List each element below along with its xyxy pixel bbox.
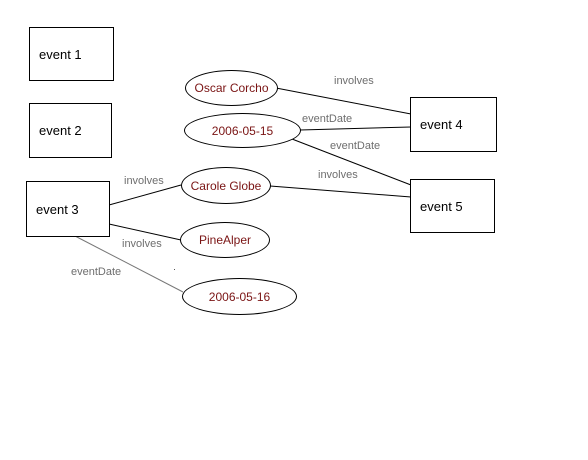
edge-date1-event5 <box>291 138 412 186</box>
event-2-label: event 2 <box>39 123 82 138</box>
edge-event3-pine <box>108 223 182 241</box>
edge-event3-date2 <box>74 235 184 293</box>
stray-dot <box>174 269 175 270</box>
edge-label-eventdate-date1-event4: eventDate <box>302 113 353 125</box>
edge-date1-event4 <box>299 126 412 131</box>
edge-label-involves-event3-carole: involves <box>124 175 164 187</box>
node-date-2006-05-16: 2006-05-16 <box>182 278 297 315</box>
node-date-2006-05-15-label: 2006-05-15 <box>211 123 274 138</box>
node-oscar-corcho: Oscar Corcho <box>185 70 278 106</box>
node-oscar-corcho-label: Oscar Corcho <box>194 81 269 95</box>
event-1-box: event 1 <box>29 27 114 81</box>
event-3-label: event 3 <box>36 201 79 217</box>
event-5-box: event 5 <box>410 179 495 233</box>
event-4-label: event 4 <box>420 117 463 132</box>
event-1-label: event 1 <box>39 46 82 62</box>
node-carole-globe-label: Carole Globe <box>190 178 262 193</box>
edge-carole-event5 <box>269 185 412 198</box>
node-pinealper-label: PineAlper <box>198 233 252 247</box>
node-pinealper: PineAlper <box>180 222 270 258</box>
event-2-box: event 2 <box>29 103 112 158</box>
edge-label-involves-event3-pine: involves <box>122 238 162 250</box>
node-date-2006-05-15: 2006-05-15 <box>184 113 301 148</box>
edge-oscar-event4 <box>275 87 412 115</box>
edge-label-involves-carole-event5: involves <box>318 169 358 181</box>
node-date-2006-05-16-label: 2006-05-16 <box>208 289 271 304</box>
event-5-label: event 5 <box>420 198 463 214</box>
edge-label-eventdate-date1-event5: eventDate <box>330 140 381 152</box>
node-carole-globe: Carole Globe <box>181 167 271 204</box>
event-3-box: event 3 <box>26 181 110 237</box>
event-4-box: event 4 <box>410 97 497 152</box>
edge-label-eventdate-event3-date2: eventDate <box>71 266 122 278</box>
edge-event3-carole <box>108 184 182 206</box>
edge-label-involves-oscar-event4: involves <box>334 75 374 87</box>
